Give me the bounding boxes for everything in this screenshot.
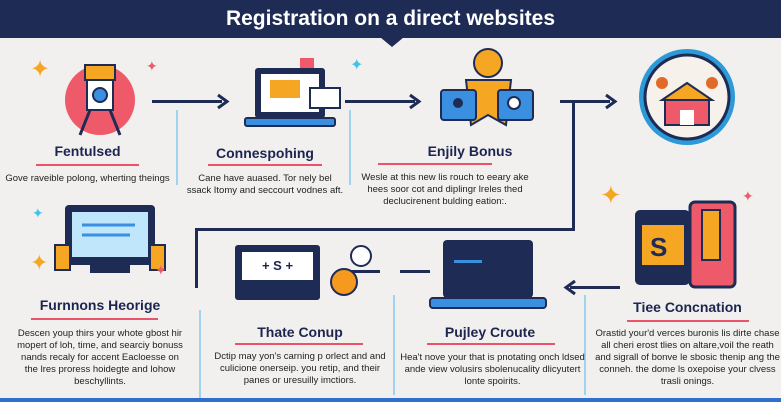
arrow-head-icon (563, 279, 576, 296)
flow-arrow (152, 100, 222, 103)
flow-arrow (350, 270, 380, 273)
flow-arrow (400, 270, 430, 273)
laptop-icon (244, 58, 341, 127)
shop-icon (639, 49, 735, 145)
sparkle-icon: ✦ (146, 58, 158, 74)
clock-icon (350, 245, 372, 267)
coin-icon (330, 268, 358, 296)
bottom-strip (0, 398, 781, 402)
step-title: Connespohing (216, 145, 314, 161)
arrow-head-icon (605, 93, 618, 110)
step-title: Pujley Croute (444, 324, 536, 340)
divider (176, 110, 178, 185)
sparkle-icon: ✦ (155, 262, 167, 278)
divider (584, 295, 586, 395)
sparkle-icon: ✦ (600, 180, 622, 210)
step-title: Enjily Bonus (427, 143, 513, 159)
sparkle-icon: ✦ (350, 57, 364, 74)
flow-arrow (570, 286, 620, 289)
desktop-coin-icon: + S + (235, 245, 320, 300)
sparkle-icon: ✦ (30, 56, 51, 83)
spotlight-icon (65, 64, 135, 136)
title-underline (31, 318, 158, 320)
step-description: Orastid your'd verces buronis lis dirte … (595, 328, 780, 387)
step-title: Tiee Concnation (633, 299, 742, 315)
flow-line (195, 228, 198, 288)
dollar-card-icon (635, 200, 737, 289)
banner-notch (380, 37, 404, 47)
step-title: Furnnons Heorige (39, 297, 161, 313)
flow-arrow (560, 100, 610, 103)
flow-arrow (345, 100, 415, 103)
divider (349, 110, 351, 185)
sparkle-icon: ✦ (32, 205, 44, 221)
title-underline (208, 164, 322, 166)
page-title: Registration on a direct websites (0, 0, 781, 38)
step-description: Hea't nove your that is pnotating onch l… (400, 352, 585, 387)
sparkle-icon: ✦ (742, 188, 754, 204)
title-underline (378, 163, 492, 165)
divider (393, 295, 395, 395)
monitor-icon (54, 205, 166, 273)
step-title: Fentulsed (54, 143, 121, 159)
step-description: Dctip may yon's carning p orlect and and… (214, 351, 386, 386)
dollar-label: S (650, 232, 668, 262)
title-underline (36, 164, 139, 166)
title-underline (427, 343, 555, 345)
flow-line (195, 228, 575, 231)
title-underline (627, 320, 749, 322)
step-description: Gove raveible polong, wherting theings (5, 173, 170, 184)
step-title: Thate Conup (257, 324, 343, 340)
flow-line (572, 100, 575, 230)
step-description: Descen youp thirs your whote gbost hir m… (17, 328, 183, 387)
title-underline (235, 343, 363, 345)
bonus-badge-icon (440, 48, 534, 127)
step-description: Wesle at this new lis rouch to eeary ake… (361, 172, 529, 207)
sparkle-icon: ✦ (30, 250, 49, 275)
screen-label: + S + (242, 252, 313, 280)
arrow-head-icon (217, 93, 230, 110)
step-description: Cane have auased. Tor nely bel ssack Ito… (186, 173, 344, 196)
divider (199, 310, 201, 398)
arrow-head-icon (409, 93, 422, 110)
laptop-icon (429, 240, 547, 309)
